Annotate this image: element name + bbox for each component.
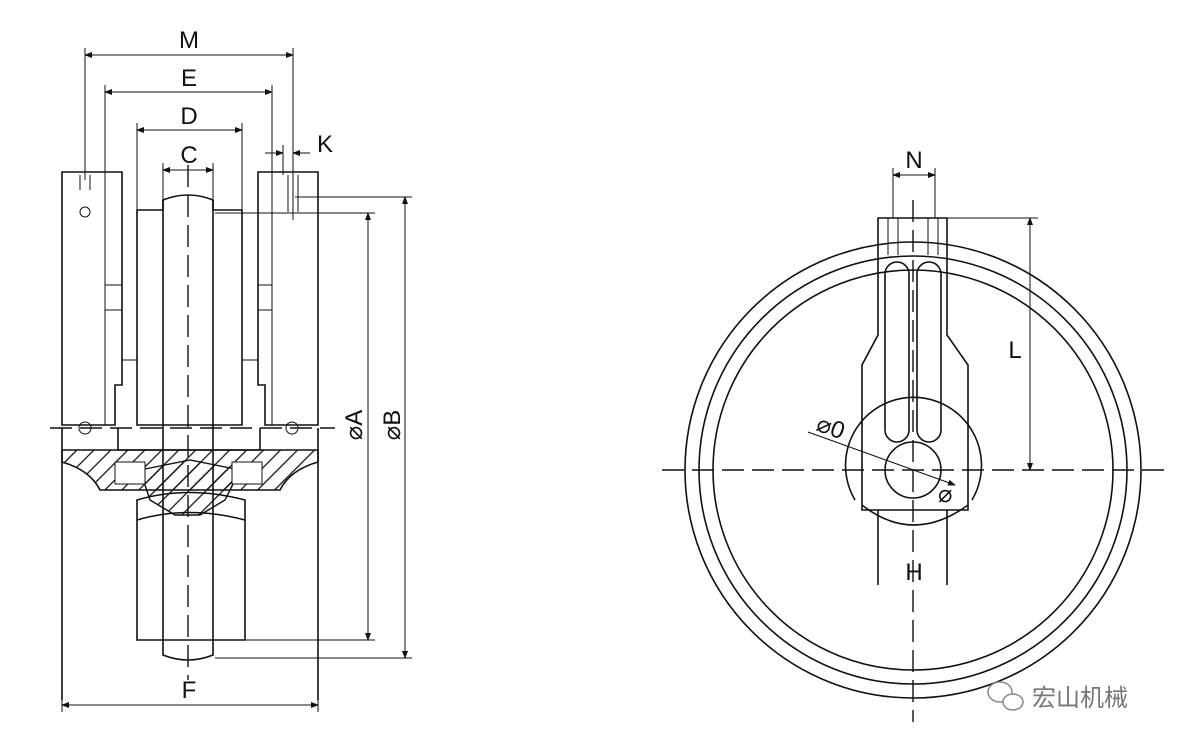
wechat-icon bbox=[987, 681, 1024, 711]
dim-label-n: N bbox=[905, 147, 922, 174]
dim-label-phi: ⌀ bbox=[938, 481, 952, 508]
dim-label-e: E bbox=[181, 65, 197, 92]
watermark-text: 宏山机械 bbox=[1032, 684, 1128, 712]
dim-label-c: C bbox=[180, 142, 197, 169]
dim-label-o: ⌀0 bbox=[813, 410, 848, 445]
dim-label-a: ⌀A bbox=[341, 410, 368, 440]
dim-label-m: M bbox=[179, 27, 199, 54]
dim-label-d: D bbox=[180, 103, 197, 130]
side-view: M E D C K F ⌀A ⌀B bbox=[50, 27, 412, 712]
dim-label-b: ⌀B bbox=[379, 410, 406, 440]
dim-label-f: F bbox=[182, 677, 197, 704]
dim-label-l: L bbox=[1008, 337, 1021, 364]
front-view: N L ⌀0 ⌀ H bbox=[662, 147, 1168, 722]
watermark: 宏山机械 bbox=[987, 681, 1128, 712]
dim-label-h: H bbox=[905, 559, 922, 586]
dim-label-k: K bbox=[317, 131, 333, 158]
